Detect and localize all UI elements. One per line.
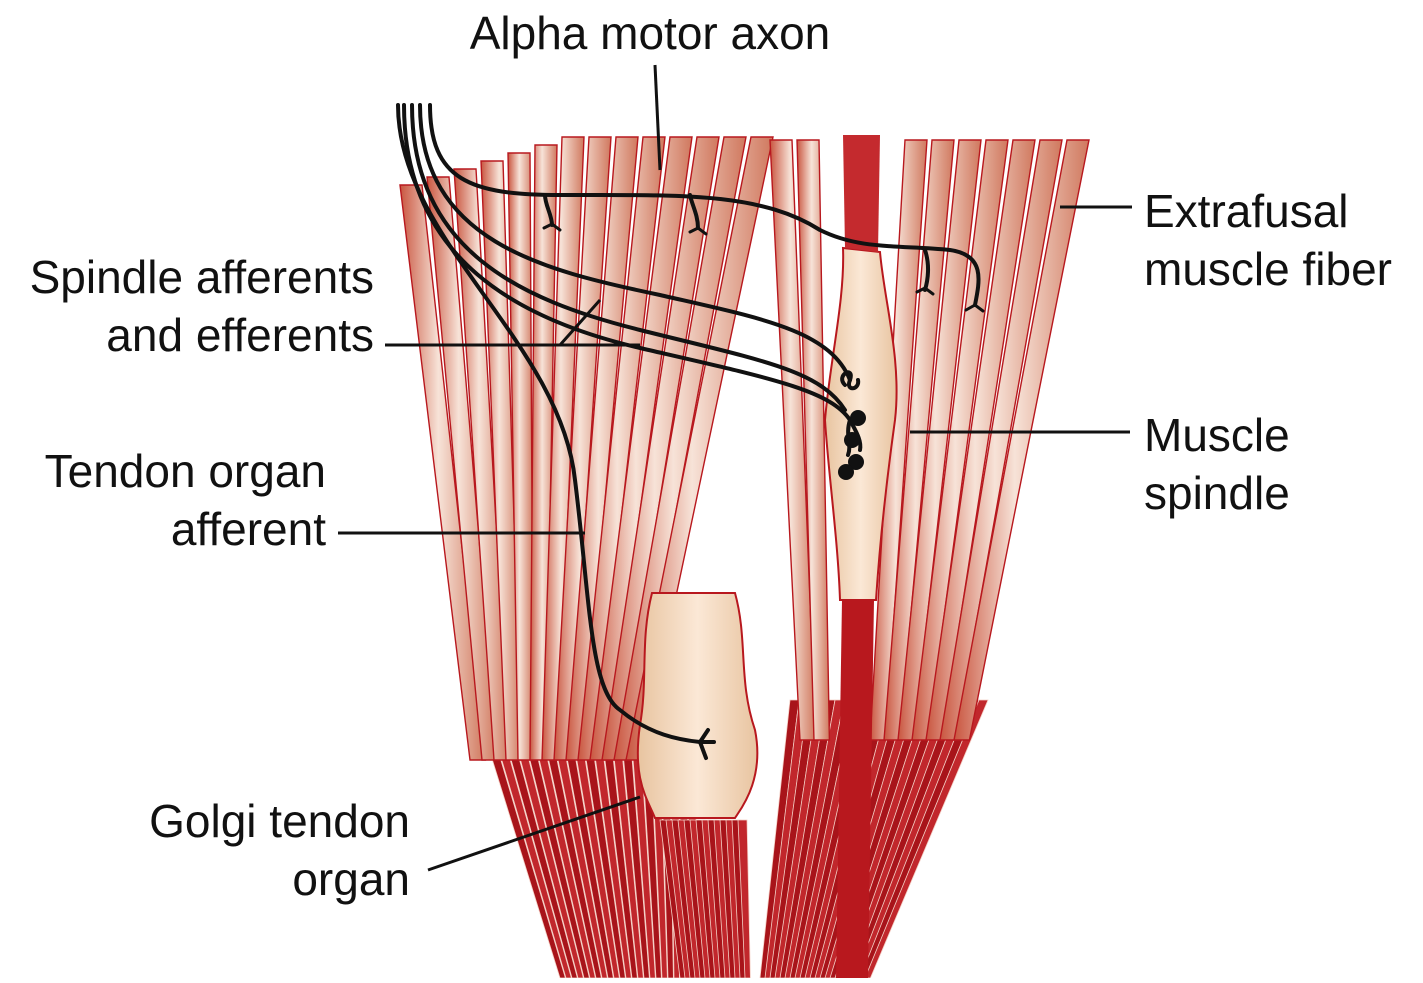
golgi-tendon-organ-capsule <box>638 593 758 818</box>
label-muscle-spindle-line1: Muscle <box>1144 406 1290 464</box>
label-golgi-tendon-organ-line2: organ <box>0 850 410 908</box>
label-extrafusal-line2: muscle fiber <box>1144 240 1392 298</box>
label-tendon-organ-afferent-line2: afferent <box>0 500 326 558</box>
label-extrafusal: Extrafusal muscle fiber <box>1144 182 1392 298</box>
label-spindle-afferents-line1: Spindle afferents <box>0 248 374 306</box>
label-spindle-afferents: Spindle afferents and efferents <box>0 248 374 364</box>
label-muscle-spindle: Muscle spindle <box>1144 406 1290 522</box>
label-alpha-motor-axon: Alpha motor axon <box>450 4 850 62</box>
label-tendon-organ-afferent: Tendon organ afferent <box>0 442 326 558</box>
label-muscle-spindle-line2: spindle <box>1144 464 1290 522</box>
label-tendon-organ-afferent-line1: Tendon organ <box>0 442 326 500</box>
label-spindle-afferents-line2: and efferents <box>0 306 374 364</box>
label-golgi-tendon-organ-line1: Golgi tendon <box>0 792 410 850</box>
intrafusal-fiber-top <box>843 135 880 252</box>
intrafusal-fiber-bottom <box>836 600 874 978</box>
label-extrafusal-line1: Extrafusal <box>1144 182 1392 240</box>
label-golgi-tendon-organ: Golgi tendon organ <box>0 792 410 908</box>
